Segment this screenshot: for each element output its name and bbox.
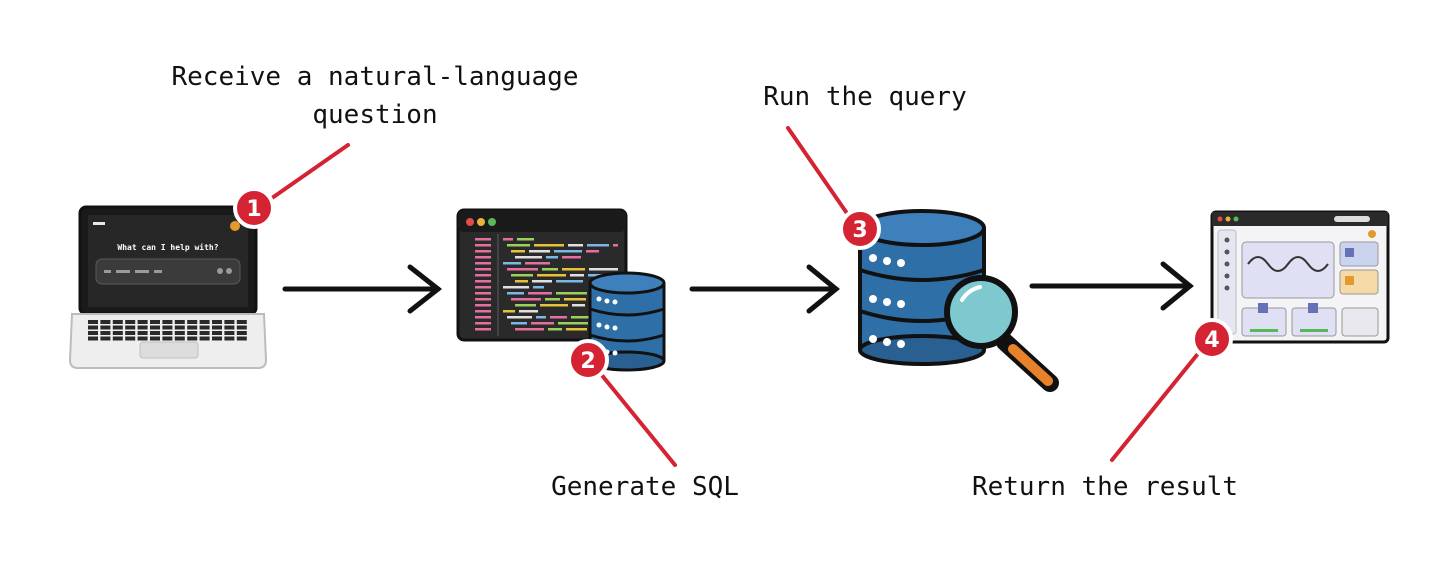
step2-badge: 2 <box>567 339 609 381</box>
step4-label-line1: Return the result <box>971 472 1239 502</box>
step4-badge: 4 <box>1191 318 1233 360</box>
code-editor-icon <box>456 208 628 342</box>
step4-label: Return the result <box>955 468 1255 506</box>
step3-label-line1: Run the query <box>763 82 967 112</box>
step2-label: Generate SQL <box>500 468 790 506</box>
step4-leader-line <box>1110 343 1207 462</box>
step3-leader-line <box>786 126 855 224</box>
arrow-right-icon <box>689 264 840 314</box>
step1-label: Receive a natural-language question <box>150 58 600 134</box>
step1-badge: 1 <box>233 187 275 229</box>
step2-number: 2 <box>580 349 595 374</box>
step1-label-line1: Receive a natural-language <box>171 62 579 92</box>
step3-label: Run the query <box>720 78 1010 116</box>
step2-label-line1: Generate SQL <box>551 472 739 502</box>
magnifier-icon <box>944 275 1059 392</box>
laptop-keyboard <box>88 320 247 341</box>
dashboard-icon <box>1210 210 1390 344</box>
laptop-prompt-text: What can I help with? <box>117 242 218 252</box>
arrow-right-icon <box>1029 261 1194 311</box>
laptop-icon: What can I help with? <box>68 205 268 369</box>
step2-leader-line <box>594 366 677 467</box>
step1-number: 1 <box>246 197 261 222</box>
step3-badge: 3 <box>839 208 881 250</box>
step1-label-line2: question <box>312 100 438 130</box>
step3-number: 3 <box>852 218 867 243</box>
step4-number: 4 <box>1204 328 1219 353</box>
arrow-right-icon <box>282 264 443 314</box>
laptop-chat-input <box>95 258 241 285</box>
step1-leader-line <box>260 143 350 207</box>
